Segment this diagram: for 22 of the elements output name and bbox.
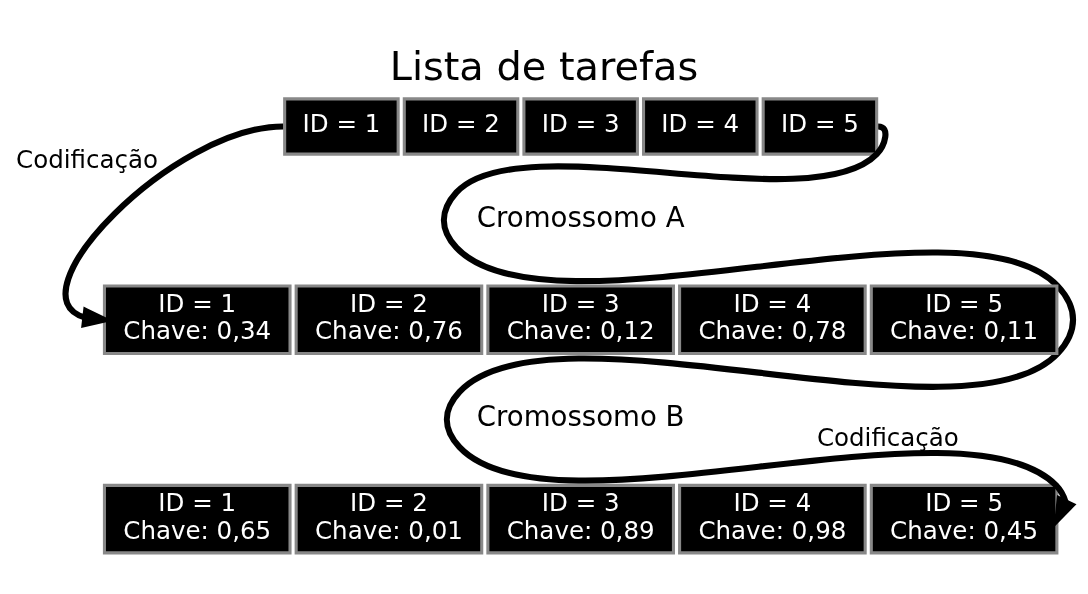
edge-label: Codificação <box>816 422 959 452</box>
node-box: ID = 3 Chave: 0,12 <box>486 283 675 355</box>
arrow <box>62 122 284 328</box>
label: Cromossomo B <box>476 399 685 433</box>
diagram-title: Lista de tarefas <box>389 42 699 89</box>
edge-label: Codificação <box>16 144 159 174</box>
node-box: ID = 5 Chave: 0,11 <box>869 283 1059 355</box>
node-box: ID = 5 Chave: 0,45 <box>869 483 1059 554</box>
node-box: ID = 3 <box>522 96 639 156</box>
node-box: ID = 2 Chave: 0,76 <box>294 283 484 355</box>
arrow <box>442 125 1077 527</box>
node-box: ID = 2 Chave: 0,01 <box>294 483 484 554</box>
node-box: ID = 4 Chave: 0,98 <box>678 483 867 554</box>
node-box: ID = 4 <box>642 96 759 156</box>
node-box: ID = 3 Chave: 0,89 <box>486 483 675 554</box>
node-box: ID = 2 <box>402 96 520 156</box>
node-box: ID = 4 Chave: 0,78 <box>678 283 867 355</box>
label: Cromossomo A <box>476 200 685 234</box>
node-box: ID = 1 Chave: 0,34 <box>102 283 292 355</box>
node-box: ID = 1 <box>283 96 400 156</box>
node-box: ID = 1 Chave: 0,65 <box>102 483 292 554</box>
node-box: ID = 5 <box>761 96 879 156</box>
